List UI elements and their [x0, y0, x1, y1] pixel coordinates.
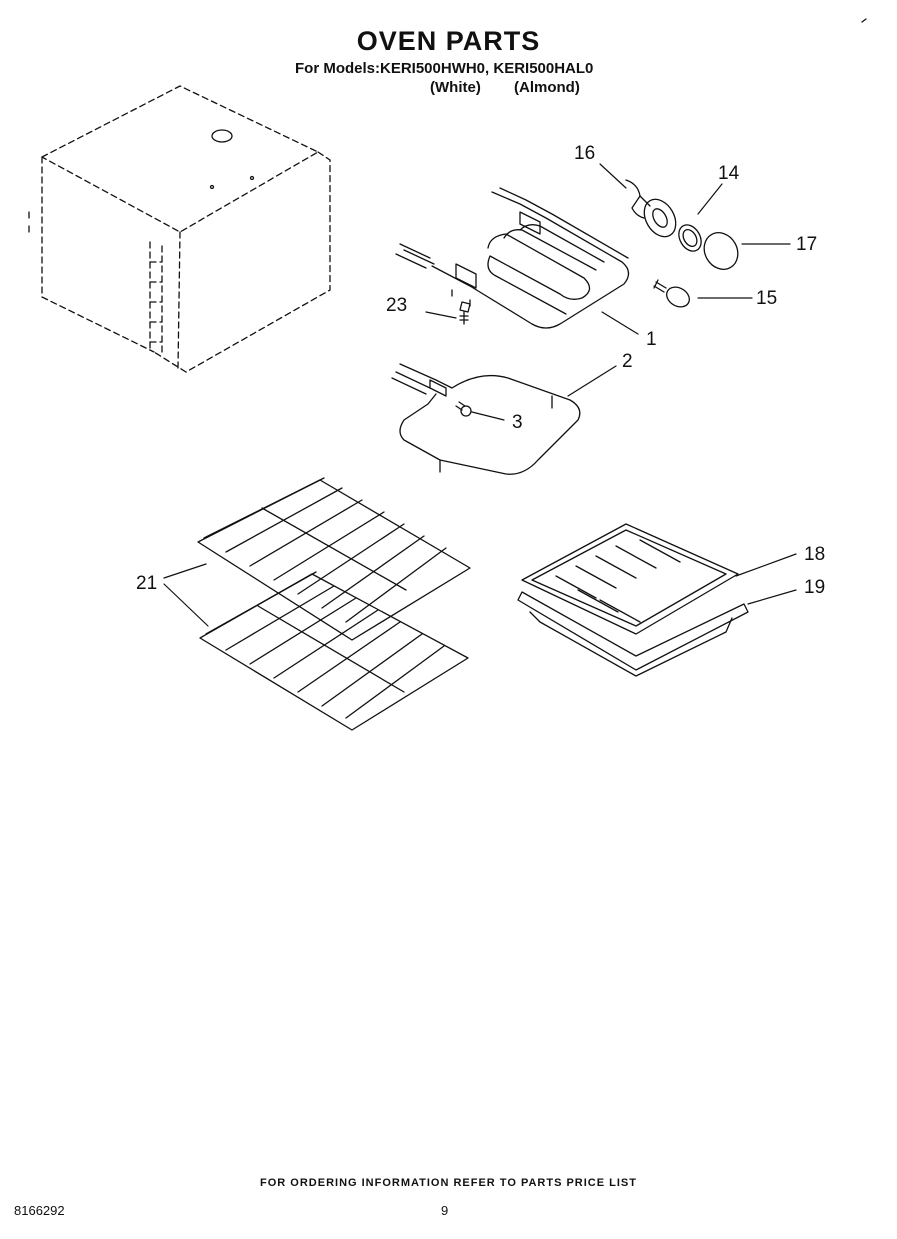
- callout-16: 16: [574, 143, 596, 164]
- light-lens-cover: [703, 232, 739, 270]
- corner-mark: [861, 18, 867, 23]
- callout-14: 14: [718, 163, 740, 184]
- callout-23: 23: [386, 295, 408, 316]
- oven-vent-hole: [211, 129, 233, 143]
- oven-screw-hole: [209, 184, 215, 190]
- element-screw: [459, 301, 471, 325]
- oven-cavity-outline: [28, 85, 331, 373]
- callout-3: 3: [512, 412, 523, 433]
- ordering-note: FOR ORDERING INFORMATION REFER TO PARTS …: [260, 1177, 637, 1189]
- page-title: OVEN PARTS: [356, 26, 541, 56]
- callout-17: 17: [796, 234, 818, 255]
- page-number: 9: [441, 1203, 449, 1218]
- callout-15: 15: [756, 288, 778, 309]
- variant-white: (White): [430, 79, 481, 96]
- oven-rack-upper: [197, 477, 471, 641]
- broil-element: [395, 187, 630, 329]
- model-numbers: For Models:KERI500HWH0, KERI500HAL0: [295, 60, 594, 77]
- callout-21: 21: [136, 573, 158, 594]
- bake-element: [391, 363, 581, 475]
- light-socket: [625, 179, 677, 238]
- oven-screw-hole: [249, 175, 255, 181]
- oven-rack-lower: [199, 571, 469, 731]
- broiler-pan: [517, 591, 749, 677]
- light-bulb: [653, 279, 690, 308]
- mounting-screw: [455, 401, 472, 417]
- callout-19: 19: [804, 577, 826, 598]
- callout-2: 2: [622, 351, 633, 372]
- variant-almond: (Almond): [514, 79, 580, 96]
- leader-lines: [163, 163, 797, 627]
- callout-1: 1: [646, 329, 657, 350]
- callout-18: 18: [804, 544, 826, 565]
- light-gasket: [678, 224, 702, 252]
- document-number: 8166292: [14, 1203, 65, 1218]
- broiler-pan-insert: [521, 523, 739, 635]
